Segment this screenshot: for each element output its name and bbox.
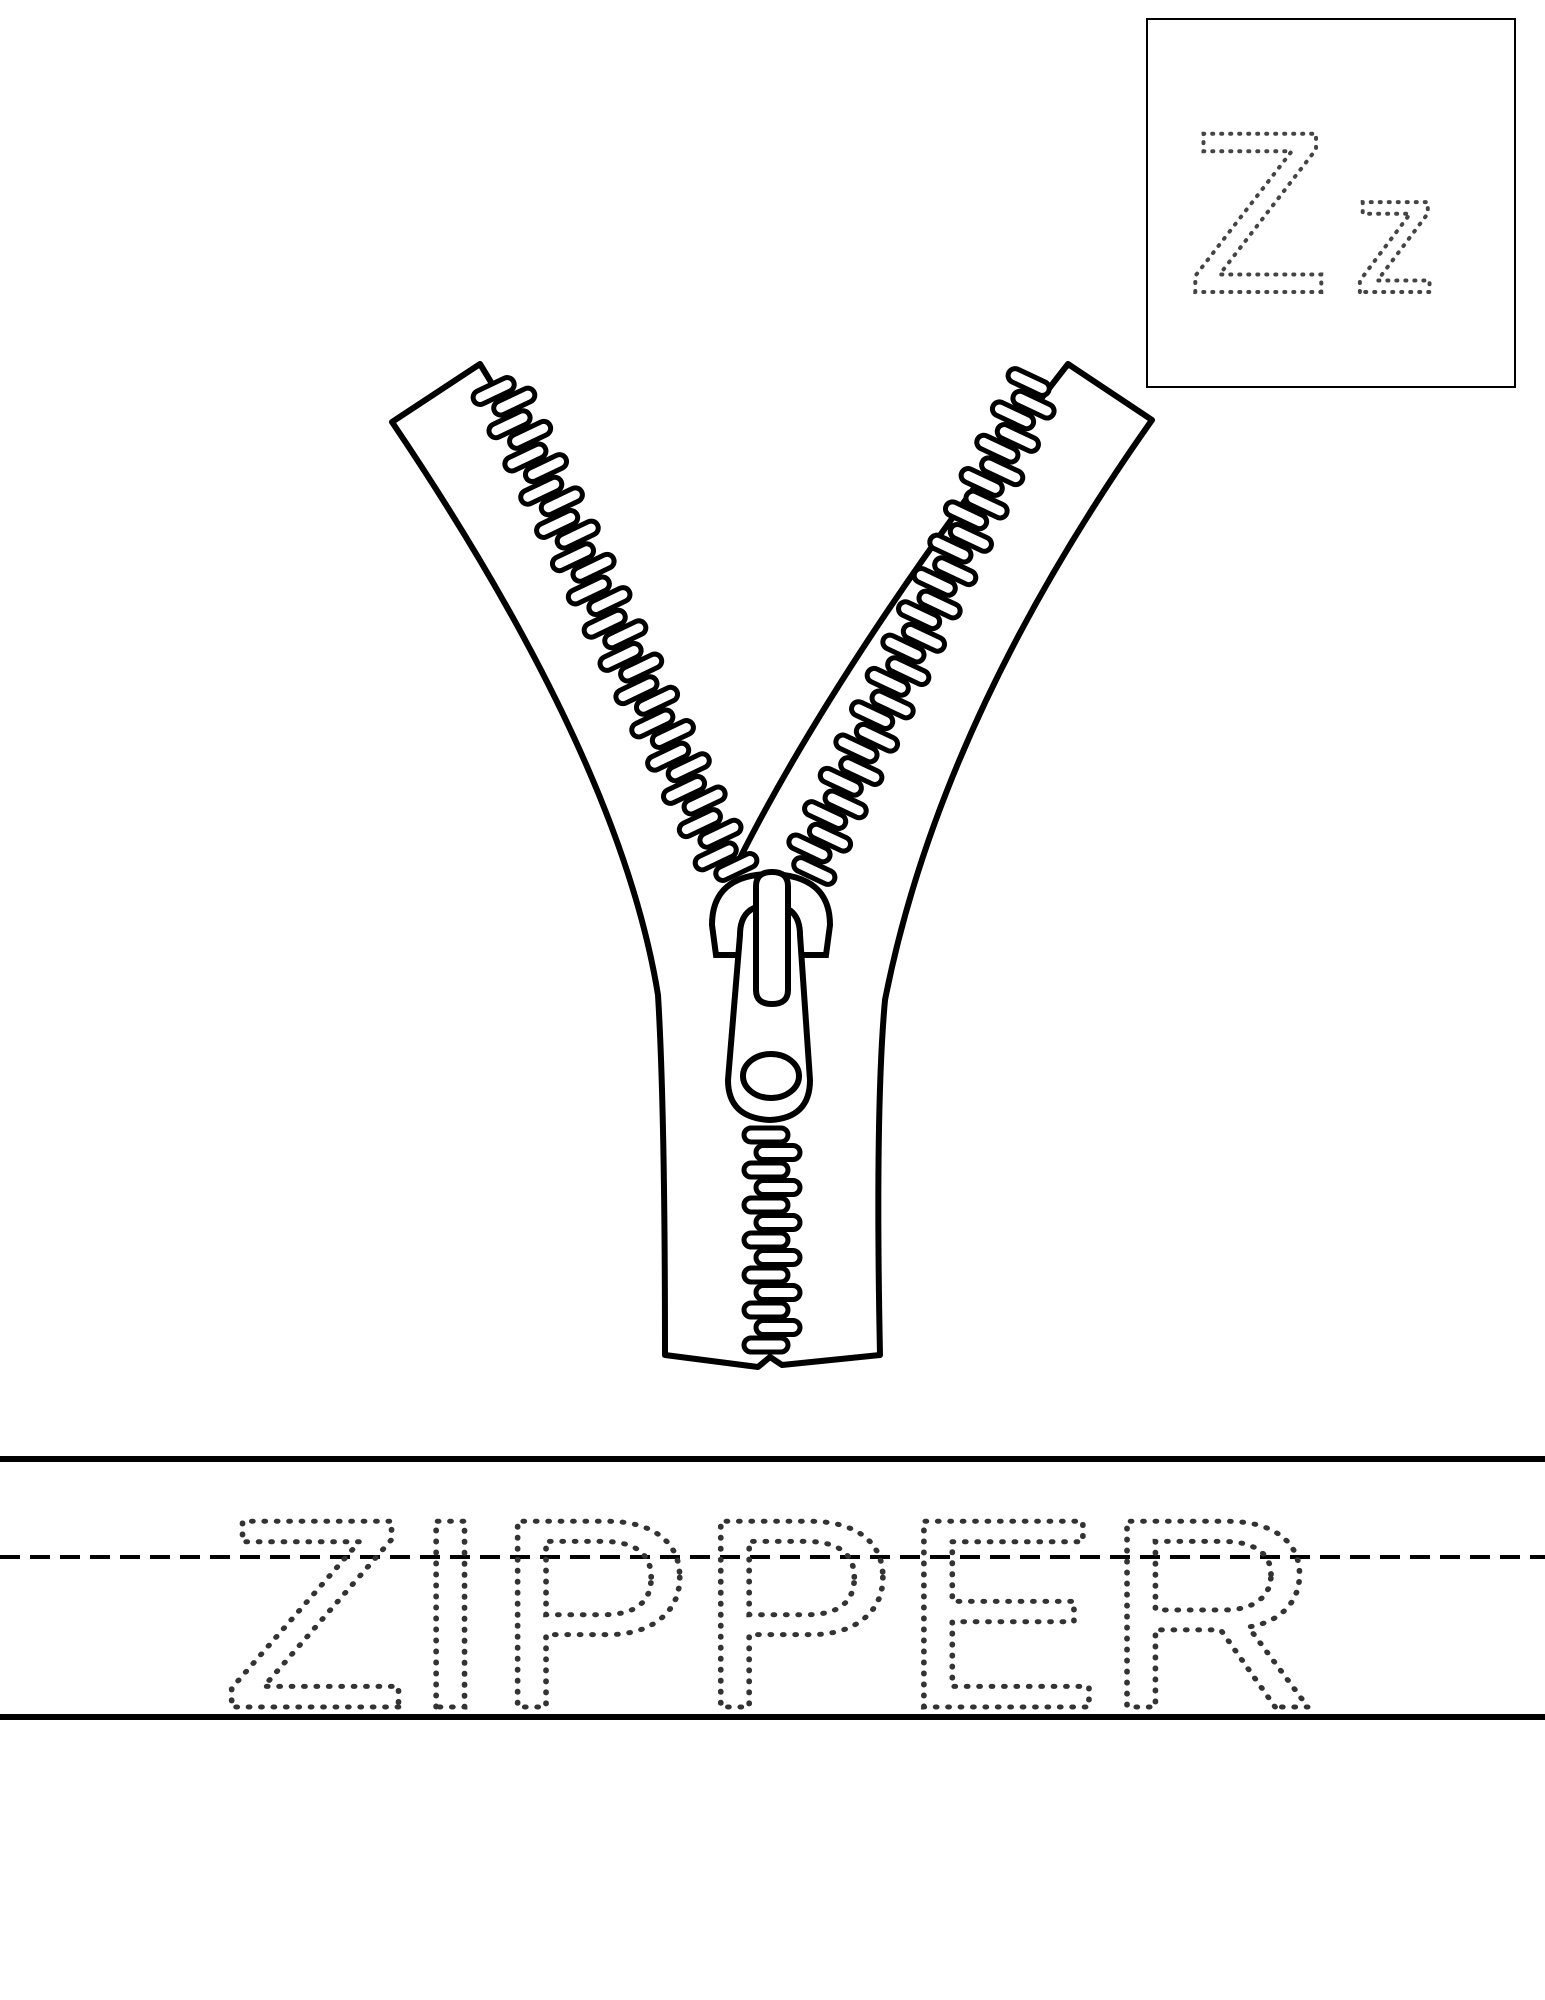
zipper-tooth [522, 452, 570, 485]
zipper-tooth [618, 651, 665, 684]
zipper-tooth [753, 1248, 803, 1267]
zipper-tooth [753, 1143, 803, 1162]
zipper-tooth [942, 499, 990, 532]
handwriting-lines: ZIPPER [0, 1455, 1545, 1768]
zipper-tooth [741, 1335, 791, 1355]
zipper-tooth [538, 485, 585, 518]
zipper-teeth [470, 366, 1057, 1355]
zipper-tooth [833, 732, 880, 765]
zipper-tooth [802, 799, 849, 831]
zipper-tooth [534, 508, 581, 540]
zipper-tooth [963, 488, 1010, 521]
zipper-tooth [947, 521, 994, 554]
zipper-tooth [1010, 388, 1057, 421]
zipper-tooth [979, 455, 1026, 488]
lowercase-letter-trace: z [1353, 139, 1438, 329]
zipper-tooth [932, 555, 979, 588]
zipper-tooth [518, 474, 565, 507]
zipper-tooth [885, 655, 932, 687]
zipper-tooth [681, 784, 728, 817]
zipper-tooth [586, 585, 633, 618]
zipper-tooth [753, 1178, 803, 1197]
zipper-tooth [660, 773, 708, 806]
zipper-tooth [853, 721, 901, 754]
zipper-tooth [817, 765, 864, 798]
zipper-tooth [741, 1195, 791, 1215]
zipper-tooth [916, 588, 963, 621]
zipper-tooth [911, 566, 958, 598]
letter-trace-svg: Z z [1186, 82, 1440, 343]
zipper-icon [389, 361, 1155, 1370]
zipper-tooth [613, 674, 660, 707]
zipper-tooth [1005, 366, 1052, 398]
zipper-tooth [491, 385, 538, 418]
zipper-tooth [665, 751, 712, 784]
zipper-tooth [958, 466, 1005, 498]
zipper-tooth [565, 574, 612, 607]
zipper-tooth [602, 618, 649, 651]
zipper-tooth [507, 418, 554, 451]
zipper-tooth [753, 1318, 803, 1337]
zipper-tooth [549, 541, 597, 574]
zipper-tooth [741, 1125, 791, 1145]
zipper-tooth [649, 718, 696, 750]
zipper-tooth [806, 821, 854, 854]
zipper-tooth [994, 422, 1041, 454]
zipper-tooth [741, 1265, 791, 1285]
zipper-tooth [470, 375, 517, 407]
zipper-tooth [692, 840, 739, 873]
zipper-tooth [869, 688, 916, 721]
zipper-tooth [927, 532, 974, 565]
zipper-tooth [896, 599, 943, 632]
zipper-tooth [900, 621, 947, 654]
zipper-tooth [581, 607, 628, 640]
zipper-tooth [741, 1230, 791, 1250]
zipper-tooth [864, 665, 911, 698]
traced-word: ZIPPER [222, 1464, 1322, 1725]
zipper-tooth [697, 817, 744, 850]
zipper-tooth [633, 684, 681, 717]
zipper-tooth [880, 632, 927, 665]
zipper-slider [708, 868, 834, 1124]
zipper-pull-hole [740, 1051, 802, 1101]
zipper-tooth [676, 807, 723, 840]
zipper-tooth [822, 788, 869, 821]
zipper-tooth [974, 432, 1021, 465]
zipper-tooth [786, 832, 833, 865]
letter-box: Z z [1146, 18, 1516, 388]
zipper-tooth [741, 1160, 791, 1180]
zipper-tooth [597, 640, 644, 673]
zipper-tooth [791, 855, 838, 887]
zipper-tooth [838, 755, 885, 787]
zipper-tooth [554, 518, 601, 551]
zipper-tooth [713, 851, 760, 883]
zipper-tooth [753, 1283, 803, 1302]
zipper-tooth [502, 441, 549, 474]
zipper-tooth [486, 408, 533, 441]
zipper-tooth [741, 1300, 791, 1320]
zipper-tooth [645, 740, 692, 773]
zipper-tooth [849, 699, 896, 732]
handwriting-svg: ZIPPER [0, 1456, 1545, 1768]
uppercase-letter-trace: Z [1188, 84, 1329, 341]
zipper-tooth [989, 399, 1037, 432]
zipper-tooth [753, 1213, 803, 1232]
zipper-tooth [629, 707, 676, 740]
zipper-tooth [570, 551, 617, 584]
